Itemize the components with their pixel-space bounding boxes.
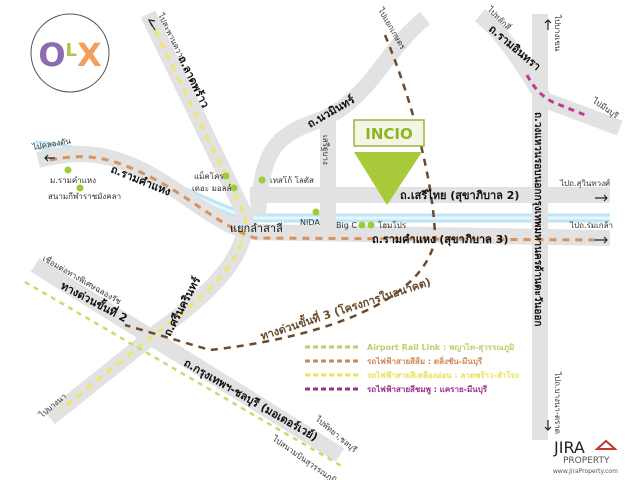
place-ru: ม.รามคำแหง	[50, 176, 96, 185]
label-to-romklao: ไปถ.ร่มเกล้า	[569, 221, 613, 230]
place-makro: แม็คโคร	[194, 171, 224, 181]
label-lamsali: แยกลำสาลี	[230, 222, 283, 235]
incio-marker: INCIO	[353, 119, 425, 205]
svg-text:PROPERTY: PROPERTY	[563, 456, 610, 466]
place-rajamangala: สนามกีฬาราชมังคลา	[48, 192, 121, 201]
place-homepro: โฮมโปร	[378, 220, 407, 230]
road-nawamin	[250, 11, 431, 216]
direction-arrows	[44, 19, 608, 431]
label-motorway: ถ.กรุงเทพฯ-ชลบุรี (มอเตอร์เวย์)	[181, 356, 320, 444]
incio-logo: INCIO	[365, 125, 412, 143]
label-seri-soi: เสรีฐบาง	[321, 135, 330, 165]
label-seri-thai: ถ.เสรีไทย (สุขาภิบาล 2)	[400, 188, 519, 203]
rail-yellow	[59, 29, 247, 412]
label-to-bangkhen: ไปบางเขน	[553, 14, 562, 52]
legend: Airport Rail Link : พญาไท-สุวรรณภูมิรถไฟ…	[305, 342, 519, 395]
olx-logo: OLX	[30, 13, 110, 93]
label-ring-road: ถ.วงแหวนรอบนอกกรุงเทพมหานครด้านตะวันออก	[532, 112, 544, 326]
legend-label: รถไฟฟ้าสายสีชมพู : แคราย-มีนบุรี	[367, 384, 488, 395]
legend-label: รถไฟฟ้าสายสีส้ม : ตลิ่งชัน-มีนบุรี	[367, 355, 483, 367]
jira-property-logo: JIRA PROPERTY www.JiraProperty.com	[548, 436, 640, 480]
label-to-suwinthawong: ไปถ.สุวินทวงศ์	[559, 178, 610, 188]
label-ramkhamhaeng-3: ถ.รามคำแหง (สุขาภิบาล 3)	[372, 233, 508, 247]
place-the-mall: เดอะ มอลล์	[192, 183, 232, 193]
expressway-3	[124, 34, 437, 352]
legend-label: รถไฟฟ้าสายสีเหลืองอ่อน : ลาดพร้าว-สำโรง	[367, 370, 519, 380]
legend-label: Airport Rail Link : พญาไท-สุวรรณภูมิ	[367, 342, 514, 353]
svg-text:OLX: OLX	[38, 36, 102, 74]
rail-pink	[525, 74, 586, 117]
rail-airport-link	[24, 280, 346, 470]
svg-text:www.JiraProperty.com: www.JiraProperty.com	[553, 468, 618, 475]
label-expressway-3: ทางด่วนขั้นที่ 3 (โครงการในอนาคต)	[258, 273, 432, 342]
place-bigc: Big C	[336, 221, 357, 230]
place-nida: NIDA	[300, 218, 320, 227]
label-to-bangna-trat: ไปถ.บางนา-ตราด	[553, 371, 562, 434]
place-tesco: เทสโก้ โลตัส	[270, 175, 314, 185]
road-motorway	[30, 258, 345, 462]
svg-text:JIRA: JIRA	[553, 438, 585, 457]
